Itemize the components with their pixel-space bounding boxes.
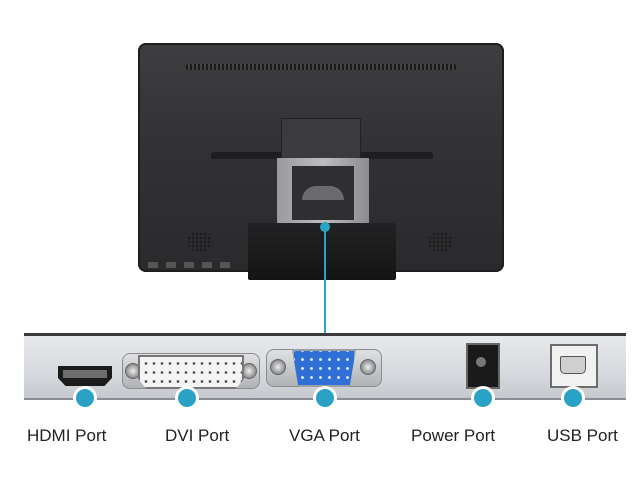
vga-port-label: VGA Port bbox=[289, 426, 360, 445]
hdmi-port-contacts bbox=[63, 370, 107, 378]
usb-port-label: USB Port bbox=[547, 426, 618, 445]
screw-icon bbox=[270, 359, 286, 375]
screw-icon bbox=[360, 359, 376, 375]
power-pin bbox=[476, 357, 486, 367]
speaker-left bbox=[187, 232, 213, 252]
stand-base bbox=[248, 223, 396, 280]
vga-port-icon bbox=[292, 349, 356, 387]
usb-port-icon bbox=[550, 344, 598, 388]
connector-line bbox=[324, 225, 326, 335]
usb-callout-dot bbox=[564, 389, 582, 407]
dvi-port-label: DVI Port bbox=[165, 426, 230, 445]
vent-grille bbox=[186, 64, 456, 70]
mount-plate bbox=[281, 118, 361, 165]
control-buttons bbox=[148, 262, 238, 268]
hdmi-callout-dot bbox=[76, 389, 94, 407]
usb-port-contacts bbox=[560, 356, 586, 374]
dvi-port-icon bbox=[138, 355, 244, 389]
power-callout-dot bbox=[474, 389, 492, 407]
vga-callout-dot bbox=[316, 389, 334, 407]
stand-handle bbox=[302, 186, 344, 200]
power-port-label: Power Port bbox=[411, 426, 496, 445]
speaker-right bbox=[428, 232, 454, 252]
hdmi-port-label: HDMI Port bbox=[27, 426, 107, 445]
dvi-callout-dot bbox=[178, 389, 196, 407]
